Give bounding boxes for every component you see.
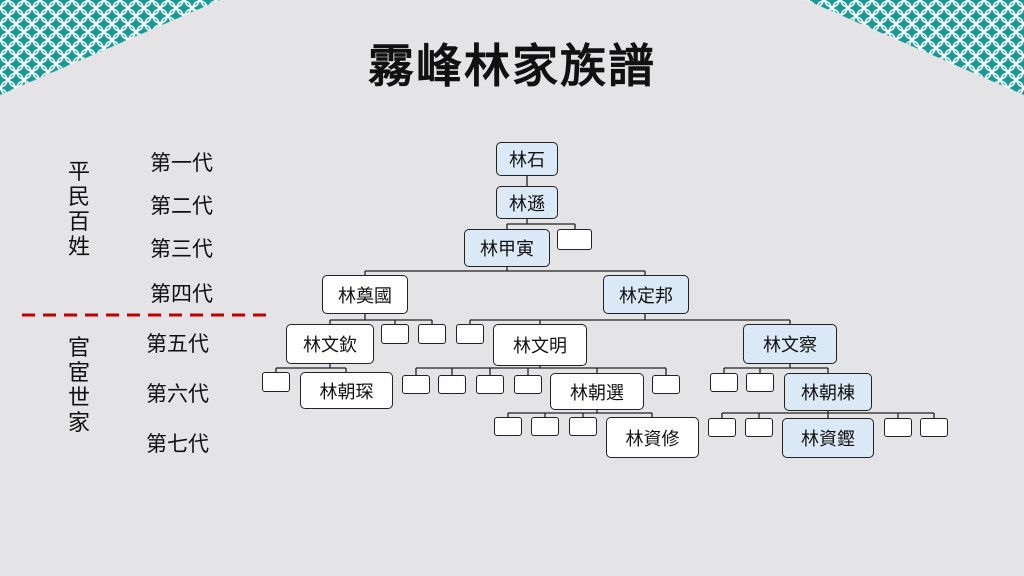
unnamed-member — [456, 324, 484, 344]
member-lin-chaoxuan: 林朝選 — [550, 373, 644, 410]
unnamed-member — [494, 417, 522, 436]
member-lin-wenming: 林文明 — [493, 324, 587, 366]
page-title: 霧峰林家族譜 — [368, 39, 656, 93]
unnamed-member — [710, 373, 738, 392]
member-lin-shi: 林石 — [496, 142, 558, 176]
unnamed-member — [746, 373, 774, 392]
member-lin-wenqin: 林文欽 — [286, 324, 374, 364]
unnamed-member — [531, 417, 559, 436]
generation-4-label: 第四代 — [150, 282, 213, 306]
member-lin-chaochen: 林朝琛 — [300, 372, 393, 409]
top-right-pattern — [806, 0, 1024, 95]
member-lin-xun: 林遜 — [496, 186, 558, 219]
member-lin-jiayin: 林甲寅 — [464, 229, 550, 267]
generation-2-label: 第二代 — [150, 194, 213, 218]
unnamed-member — [745, 418, 773, 437]
official-family-label: 官宦世家 — [67, 336, 90, 436]
member-lin-zikeng: 林資鏗 — [782, 418, 874, 458]
unnamed-member — [402, 375, 430, 394]
unnamed-member — [708, 418, 736, 437]
commoner-label: 平民百姓 — [67, 160, 90, 260]
member-lin-wencha: 林文察 — [743, 324, 837, 364]
unnamed-member — [514, 375, 542, 394]
generation-3-label: 第三代 — [150, 237, 213, 261]
unnamed-member — [262, 372, 290, 392]
member-lin-zixiu: 林資修 — [606, 417, 699, 458]
member-lin-chaodong: 林朝棟 — [784, 373, 872, 411]
unnamed-member — [381, 324, 409, 344]
unnamed-member — [418, 324, 446, 344]
generation-6-label: 第六代 — [146, 382, 209, 406]
unnamed-member — [476, 375, 504, 394]
unnamed-member — [652, 375, 680, 394]
member-lin-dianguo: 林奠國 — [322, 275, 408, 314]
unnamed-member — [569, 417, 597, 436]
member-lin-dingbang: 林定邦 — [603, 275, 689, 314]
unnamed-member — [920, 418, 948, 437]
unnamed-member — [557, 229, 592, 250]
top-left-pattern — [0, 0, 220, 95]
generation-5-label: 第五代 — [146, 332, 209, 356]
generation-1-label: 第一代 — [150, 151, 213, 175]
unnamed-member — [884, 418, 912, 437]
unnamed-member — [438, 375, 466, 394]
generation-7-label: 第七代 — [146, 432, 209, 456]
